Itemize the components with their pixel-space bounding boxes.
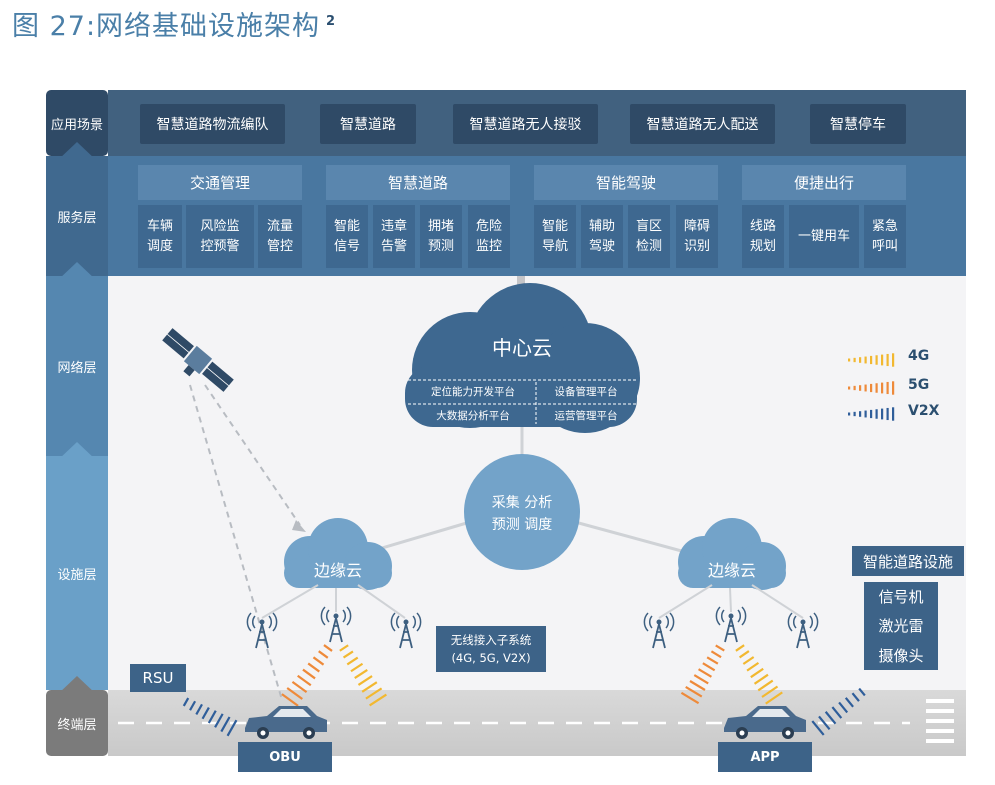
service-group-title: 智慧道路	[326, 165, 510, 200]
legend-label-v2x: V2X	[908, 403, 940, 419]
smart-road-item: 信号机	[878, 588, 924, 607]
smart-road-box: 信号机 激光雷 摄像头	[864, 582, 938, 670]
service-item: 一键用车	[789, 205, 859, 268]
service-group-title: 智能驾驶	[534, 165, 718, 200]
platform-label: 设备管理平台	[554, 386, 618, 398]
hub-label-line2: 预测 调度	[491, 517, 553, 533]
service-item: 紧急呼叫	[864, 205, 906, 268]
service-item: 风险监控预警	[186, 205, 254, 268]
service-item: 盲区检测	[628, 205, 670, 268]
service-item: 违章告警	[373, 205, 415, 268]
scene-box: 智慧停车	[810, 104, 906, 144]
layer-bg-network	[46, 276, 108, 456]
obu-label: OBU	[238, 742, 332, 772]
platform-label: 大数据分析平台	[436, 410, 510, 422]
crosswalk	[926, 699, 954, 743]
tower-icon	[320, 606, 352, 643]
service-item: 流量管控	[258, 205, 302, 268]
service-item: 拥堵预测	[420, 205, 462, 268]
tower-icon	[643, 612, 675, 649]
edge-cloud-left-label: 边缘云	[313, 561, 362, 580]
layer-label-facility: 设施层	[57, 567, 97, 583]
layer-bg-facility	[46, 456, 108, 690]
layer-label-terminal: 终端层	[57, 717, 97, 733]
tower-icon	[246, 612, 278, 649]
legend-label-5g: 5G	[908, 377, 930, 393]
service-group-title: 交通管理	[138, 165, 302, 200]
towers	[246, 606, 819, 649]
hub-label-line1: 采集 分析	[491, 495, 553, 511]
legend-label-4g: 4G	[908, 348, 930, 364]
tower-icon	[390, 612, 422, 649]
rsu-label: RSU	[130, 664, 186, 692]
car-left-icon	[245, 706, 327, 739]
scene-box: 智慧道路物流编队	[140, 104, 285, 144]
wireless-title: 无线接入子系统	[450, 633, 532, 647]
edge-cloud-right-label: 边缘云	[707, 561, 756, 580]
smart-road-item: 摄像头	[878, 646, 924, 665]
wireless-subtitle: (4G, 5G, V2X)	[451, 651, 531, 665]
layer-bg-scene	[46, 90, 108, 156]
beam-arrowhead	[292, 520, 306, 532]
center-cloud-title: 中心云	[492, 336, 552, 360]
page-title: 图 27:网络基础设施架构 2	[12, 4, 336, 43]
service-item: 智能导航	[534, 205, 576, 268]
layer-label-service: 服务层	[57, 210, 97, 226]
tower-icon	[715, 606, 747, 643]
service-item: 线路规划	[742, 205, 784, 268]
wireless-subsystem-box: 无线接入子系统 (4G, 5G, V2X)	[436, 626, 546, 672]
layer-label-network: 网络层	[57, 360, 97, 376]
car-right-icon	[724, 706, 806, 739]
edge-cloud-right-shape	[678, 518, 786, 590]
hub-circle	[464, 454, 580, 570]
signal-waves	[182, 644, 866, 737]
service-item: 车辆调度	[138, 205, 182, 268]
service-item: 障碍识别	[676, 205, 718, 268]
smart-road-item: 激光雷	[878, 617, 924, 636]
service-item: 智能信号	[326, 205, 368, 268]
layer-bg-service	[46, 156, 108, 276]
layer-label-scene: 应用场景	[50, 117, 103, 133]
layer-arrows	[58, 142, 96, 694]
service-item: 辅助驾驶	[581, 205, 623, 268]
edge-tower-links	[261, 584, 804, 619]
edge-cloud-left-shape	[284, 518, 392, 590]
satellite-icon	[162, 328, 234, 392]
hub-link-right	[574, 520, 701, 558]
service-group-title: 便捷出行	[742, 165, 906, 200]
scene-box: 智慧道路	[320, 104, 416, 144]
footnote-mark: 2	[326, 14, 337, 29]
center-cloud-dividers	[408, 379, 636, 424]
service-item: 危险监控	[468, 205, 510, 268]
scene-box: 智慧道路无人接驳	[453, 104, 598, 144]
scene-box: 智慧道路无人配送	[630, 104, 775, 144]
legend-bars	[848, 353, 895, 421]
platform-label: 运营管理平台	[554, 410, 618, 422]
layer-bg-terminal	[46, 690, 108, 756]
smart-road-title: 智能道路设施	[852, 546, 964, 576]
tower-icon	[787, 612, 819, 649]
platform-label: 定位能力开发平台	[431, 386, 515, 398]
title-text: 图 27:网络基础设施架构	[12, 11, 321, 42]
app-label: APP	[718, 742, 812, 772]
